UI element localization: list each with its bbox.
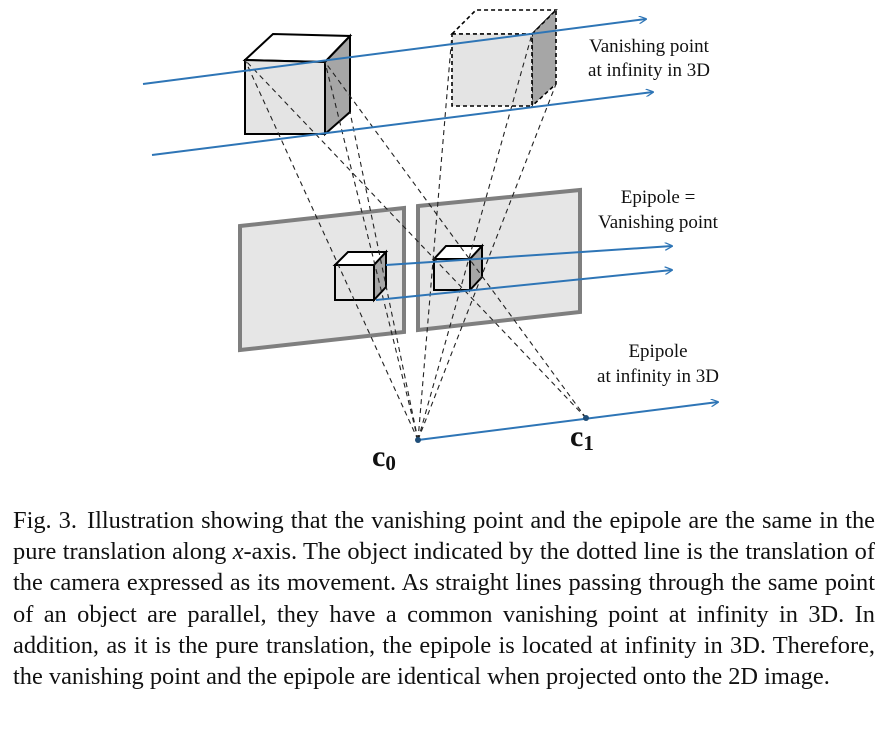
projection-rays-c1 (244, 59, 587, 419)
camera-baseline (417, 402, 718, 441)
label-vanishing-point-2: at infinity in 3D (588, 60, 710, 81)
figure-caption: Fig. 3.Illustration showing that the van… (13, 505, 875, 692)
caption-text-2: -axis. The object indicated by the dotte… (13, 538, 876, 691)
label-epipole-eq-1: Epipole = (621, 187, 696, 208)
label-epipole-inf-1: Epipole (628, 341, 687, 362)
parallel-lines-3d (142, 19, 653, 156)
label-epipole-eq-2: Vanishing point (598, 212, 719, 233)
parallel-lines-image (375, 246, 672, 301)
epipolar-diagram: Vanishing point at infinity in 3D Epipol… (142, 8, 888, 475)
image-plane-right (416, 187, 582, 333)
label-vanishing-point-1: Vanishing point (589, 36, 710, 57)
figure-number: Fig. 3. (13, 507, 77, 534)
object-cube-solid (242, 32, 353, 137)
projection-rays-c0 (244, 33, 557, 441)
object-cube-translated-dashed (450, 8, 558, 108)
caption-text-1: Illustration showing that the vanishing … (13, 507, 875, 566)
image-plane-left (238, 205, 406, 353)
camera-center-c0 (415, 437, 421, 443)
label-epipole-inf-2: at infinity in 3D (597, 366, 719, 387)
label-camera-c0: c0 (372, 440, 396, 475)
projected-cube-right (431, 243, 485, 293)
label-camera-c1: c1 (570, 420, 594, 455)
caption-axis-variable: x (232, 538, 244, 566)
camera-center-c1 (583, 415, 589, 421)
projected-cube-left (332, 249, 389, 303)
